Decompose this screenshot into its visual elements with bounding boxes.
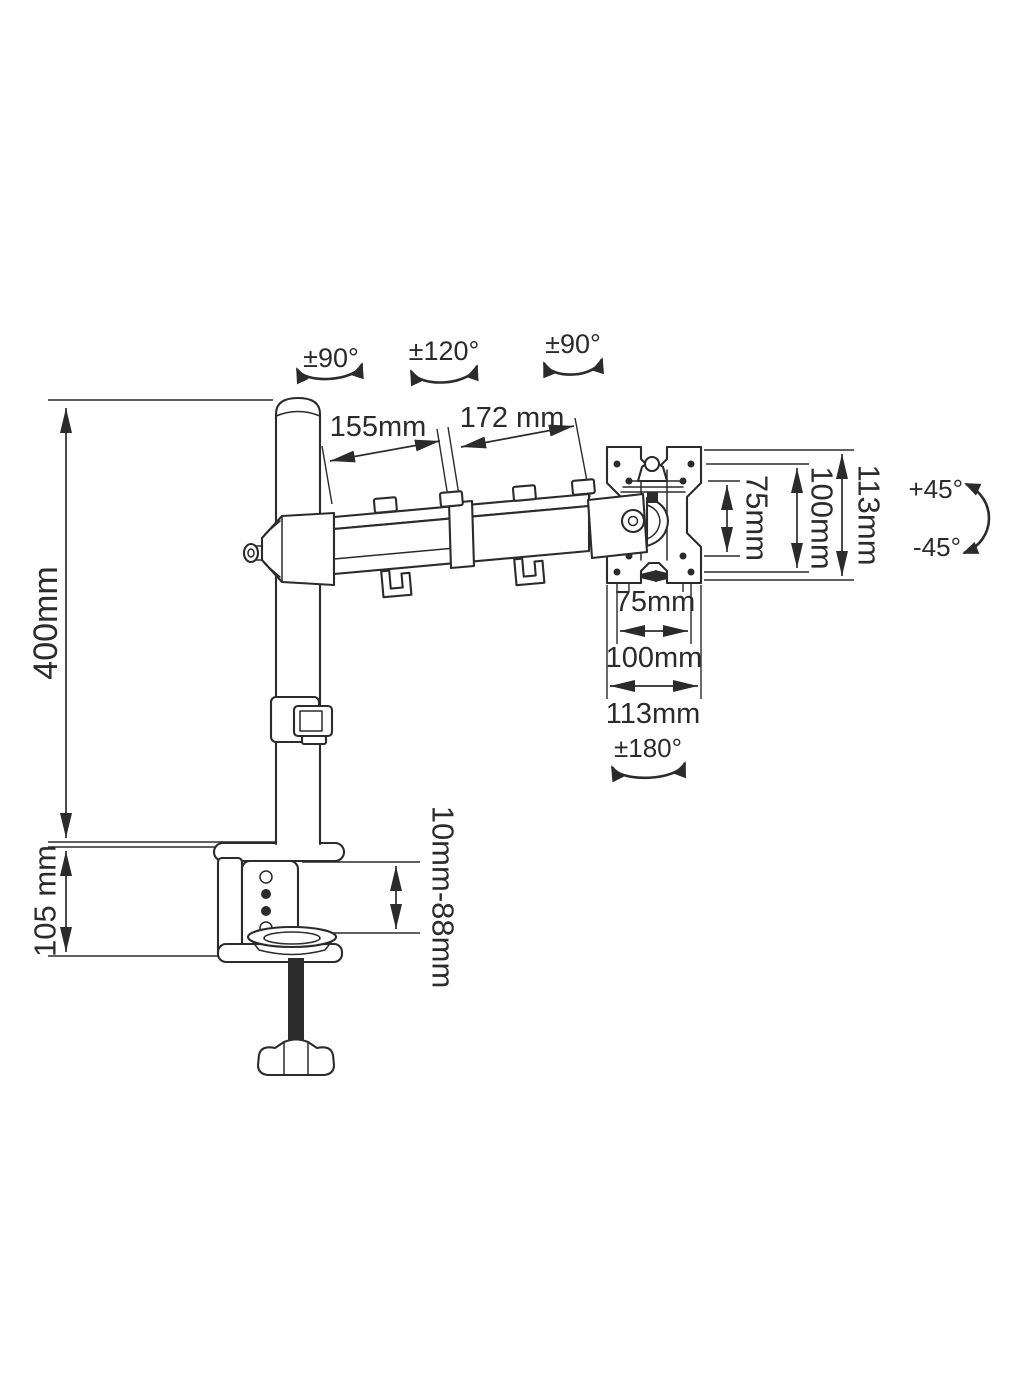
plate-rotation-arc xyxy=(610,761,687,783)
arm-inner-length-label: 155mm xyxy=(330,411,427,443)
cable-clip xyxy=(372,496,398,514)
clamp-knob xyxy=(256,1038,336,1077)
mount-drawing xyxy=(212,396,703,1077)
vesa-vertical-100-label: 100mm xyxy=(805,466,840,569)
cable-clip xyxy=(511,484,537,502)
vesa-horizontal-113-label: 113mm xyxy=(606,698,701,730)
head-pivot-bolt xyxy=(620,508,646,534)
vesa-vertical-75-label: 75mm xyxy=(740,475,775,561)
clamp-height-label: 105 mm xyxy=(28,845,63,957)
annotation-labels: ±90° ±120° ±90° 155mm 172 mm 75mm 100mm … xyxy=(27,329,963,988)
clamp-screw-rod xyxy=(288,958,304,1042)
cable-hook xyxy=(380,569,413,599)
vesa-horizontal-75-label: 75mm xyxy=(615,586,696,618)
arm-swivel-arc xyxy=(409,364,479,387)
rotation-arrows xyxy=(295,357,991,783)
pole-swivel-arc xyxy=(295,362,364,385)
cable-hook xyxy=(513,557,546,587)
tilt-down-label: -45° xyxy=(913,532,961,562)
cable-clip xyxy=(570,478,596,496)
cable-clip xyxy=(438,490,464,508)
arm-bracket xyxy=(242,511,336,587)
clamp-range-label: 10mm-88mm xyxy=(426,806,461,989)
pole-swivel-label: ±90° xyxy=(303,343,359,373)
tilt-up-label: +45° xyxy=(908,474,963,504)
elbow-joint xyxy=(447,499,476,570)
head-swivel-label: ±90° xyxy=(545,329,601,359)
desk-clamp xyxy=(216,856,344,1077)
tilt-arc xyxy=(962,482,991,555)
pole xyxy=(274,396,322,846)
arm-outer-length-label: 172 mm xyxy=(460,402,565,434)
pole-height-label: 400mm xyxy=(27,566,65,679)
tilt-head xyxy=(586,455,686,560)
head-swivel-arc xyxy=(542,357,604,379)
vesa-horizontal-100-label: 100mm xyxy=(606,642,703,674)
bracket-bolt xyxy=(242,542,260,564)
vesa-vertical-113-label: 113mm xyxy=(852,464,887,565)
arm-swivel-label: ±120° xyxy=(409,336,480,366)
arm xyxy=(332,478,596,599)
plate-rotation-label: ±180° xyxy=(614,733,682,763)
